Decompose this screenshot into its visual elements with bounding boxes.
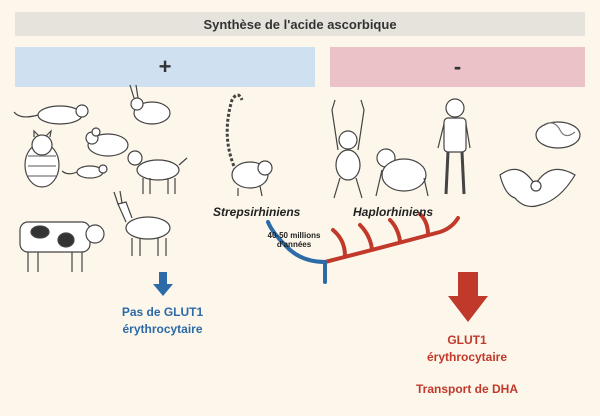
donkey-icon <box>113 190 171 256</box>
guinea-pig-icon <box>535 121 581 149</box>
diagram-title: Synthèse de l'acide ascorbique <box>15 12 585 36</box>
glut1-line-2: érythrocytaire <box>426 350 508 364</box>
human-icon <box>437 98 471 195</box>
haplorhini-trunk <box>323 216 460 264</box>
blue-arrow-icon <box>153 272 173 296</box>
no-glut1-line-1: Pas de GLUT1 <box>121 305 204 319</box>
bat-icon <box>499 168 576 208</box>
orangutan-icon <box>375 148 429 197</box>
strepsirhiniens-label: Strepsirhiniens <box>213 205 301 219</box>
mouse-icon <box>61 164 108 179</box>
glut1-result: GLUT1 érythrocytaire <box>412 332 522 366</box>
synthesis-negative-header: - <box>330 47 585 87</box>
dha-transport-label: Transport de DHA <box>415 382 518 396</box>
mya-line-2: d'années <box>276 240 312 249</box>
phylogeny-tree <box>266 212 460 284</box>
cow-icon <box>19 221 105 272</box>
synthesis-positive-header: + <box>15 47 315 87</box>
strepsirhini-branch <box>266 220 327 264</box>
cat-icon <box>24 129 60 188</box>
mya-line-1: 40-50 millions <box>267 231 321 240</box>
chinchilla-icon <box>85 127 129 157</box>
ape-branch-3 <box>418 212 430 236</box>
gibbon-icon <box>331 99 365 199</box>
no-glut1-line-2: érythrocytaire <box>122 322 203 336</box>
ape-branch-1 <box>358 223 374 251</box>
glut1-line-1: GLUT1 <box>447 333 487 347</box>
rabbit-icon <box>129 84 171 125</box>
red-arrow-icon <box>448 272 488 322</box>
rat-icon <box>13 104 89 125</box>
divergence-time-label: 40-50 millions d'années <box>255 231 333 249</box>
no-glut1-result: Pas de GLUT1 érythrocytaire <box>100 304 225 338</box>
haplorhiniens-label: Haplorhiniens <box>353 205 434 219</box>
ape-branch-2 <box>388 218 402 243</box>
dog-icon <box>127 150 188 194</box>
lemur-icon <box>225 93 273 197</box>
tarsier-branch <box>331 228 347 258</box>
